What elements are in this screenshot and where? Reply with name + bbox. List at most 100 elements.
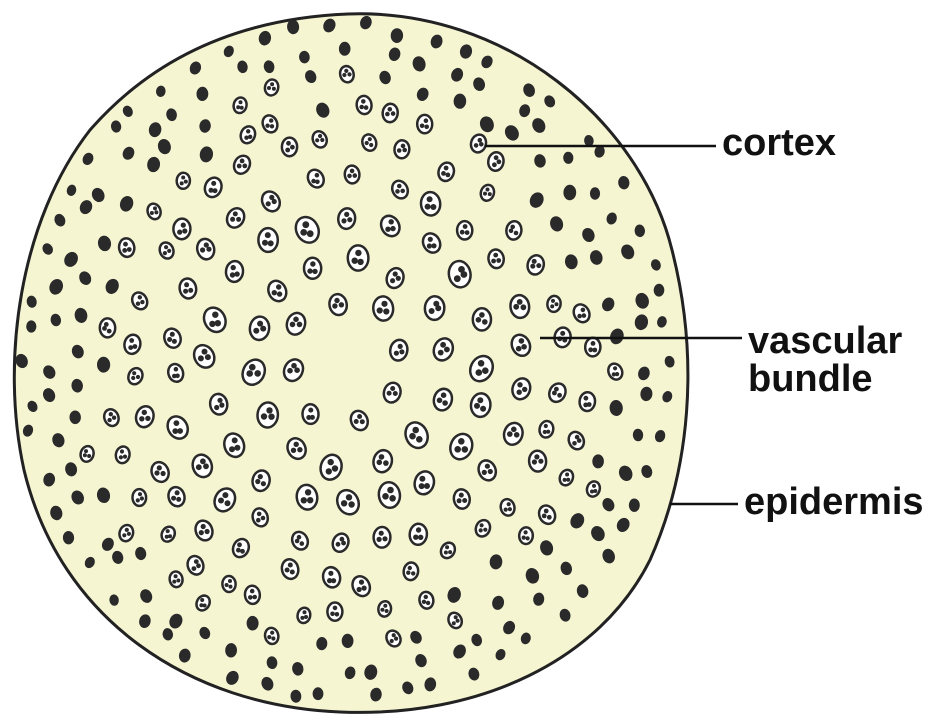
vascular-bundle-xylem	[516, 346, 522, 352]
vascular-bundle-outer	[372, 296, 394, 322]
vascular-bundle-xylem	[441, 392, 447, 398]
vascular-bundle-xylem	[420, 124, 425, 129]
vascular-bundle	[377, 600, 392, 617]
vascular-bundle-xylem	[122, 248, 127, 253]
vascular-bundle-xylem	[222, 492, 228, 498]
vascular-bundle	[302, 404, 319, 424]
vascular-bundle-xylem	[129, 338, 134, 343]
vascular-bundle	[316, 637, 327, 650]
vascular-bundle-xylem	[328, 571, 333, 576]
vascular-bundle-xylem	[175, 490, 180, 495]
vascular-bundle-xylem	[176, 579, 180, 583]
vascular-bundle-xylem	[307, 230, 314, 237]
vascular-bundle-xylem	[172, 428, 178, 434]
vascular-bundle-xylem	[140, 496, 144, 500]
vascular-bundle-outer	[176, 172, 190, 189]
vascular-bundle-xylem	[591, 341, 596, 346]
vascular-bundle-xylem	[348, 501, 354, 507]
vascular-bundle-label-line1: vascular	[748, 322, 902, 360]
vascular-bundle-xylem	[397, 148, 402, 153]
vascular-bundle-xylem	[382, 536, 387, 541]
vascular-bundle	[132, 489, 146, 506]
vascular-bundle-xylem	[479, 142, 484, 147]
vascular-bundle	[176, 172, 190, 189]
vascular-bundle-xylem	[437, 398, 443, 404]
vascular-bundle	[70, 411, 81, 424]
vascular-bundle-xylem	[300, 616, 304, 620]
vascular-bundle-xylem	[514, 432, 520, 438]
vascular-bundle-xylem	[215, 320, 221, 326]
vascular-bundle-xylem	[183, 289, 188, 294]
vascular-bundle-xylem	[290, 570, 295, 575]
vascular-bundle-outer	[391, 28, 403, 42]
vascular-bundle-xylem	[200, 458, 206, 464]
vascular-bundle-xylem	[157, 465, 162, 470]
vascular-bundle-xylem	[352, 258, 358, 264]
vascular-bundle-outer	[316, 637, 327, 650]
vascular-bundle-xylem	[588, 347, 593, 352]
vascular-bundle-xylem	[305, 489, 311, 495]
vascular-bundle-xylem	[517, 299, 523, 305]
vascular-bundle-xylem	[253, 328, 259, 334]
vascular-bundle	[247, 616, 258, 630]
vascular-bundle-xylem	[383, 604, 387, 608]
vascular-bundle-xylem	[297, 322, 303, 328]
vascular-bundle-xylem	[132, 371, 136, 375]
vascular-bundle-xylem	[538, 459, 543, 464]
vascular-bundle-xylem	[307, 268, 312, 273]
vascular-bundle-xylem	[457, 498, 462, 503]
vascular-bundle-xylem	[445, 545, 449, 549]
vascular-bundle-xylem	[234, 271, 239, 276]
vascular-bundle-xylem	[294, 442, 299, 447]
vascular-bundle-xylem	[122, 533, 126, 537]
vascular-bundle-xylem	[354, 419, 359, 424]
vascular-bundle-xylem	[534, 454, 539, 459]
vascular-bundle-xylem	[613, 366, 617, 370]
vascular-bundle-xylem	[429, 308, 435, 314]
vascular-bundle-outer	[299, 51, 310, 63]
vascular-bundle-xylem	[388, 107, 393, 112]
vascular-bundle-xylem	[184, 180, 188, 184]
vascular-bundle-xylem	[127, 532, 131, 536]
vascular-bundle-xylem	[385, 609, 389, 613]
vascular-bundle-xylem	[532, 459, 537, 464]
vascular-bundle-outer	[257, 402, 279, 428]
vascular-bundle-xylem	[167, 249, 171, 253]
vascular-bundle-xylem	[198, 355, 204, 361]
vascular-bundle-xylem	[335, 612, 340, 617]
vascular-bundle-xylem	[379, 531, 384, 536]
vascular-bundle-xylem	[440, 342, 446, 348]
vascular-bundle-xylem	[398, 344, 403, 349]
vascular-bundle-xylem	[427, 196, 433, 202]
vascular-bundle	[505, 220, 522, 240]
vascular-bundle-outer	[27, 321, 36, 332]
vascular-bundle-xylem	[87, 454, 91, 458]
vascular-bundle-xylem	[311, 179, 316, 184]
vascular-bundle	[417, 115, 432, 134]
vascular-bundle-xylem	[400, 189, 405, 194]
vascular-bundle-outer	[348, 245, 369, 271]
vascular-bundle-xylem	[180, 181, 184, 185]
vascular-bundle	[197, 87, 208, 101]
vascular-bundle-xylem	[257, 512, 262, 517]
vascular-bundle-xylem	[442, 400, 448, 406]
vascular-bundle	[593, 455, 604, 468]
vascular-bundle-xylem	[301, 497, 307, 503]
vascular-bundle-xylem	[188, 288, 193, 293]
vascular-bundle-xylem	[136, 375, 140, 379]
vascular-bundle-xylem	[346, 494, 352, 500]
vascular-bundle-xylem	[271, 636, 275, 640]
vascular-bundle-xylem	[565, 473, 569, 477]
vascular-bundle-xylem	[492, 162, 497, 167]
vascular-bundle-xylem	[308, 408, 313, 413]
vascular-bundle-xylem	[452, 621, 456, 625]
vascular-bundle-xylem	[84, 449, 88, 453]
vascular-bundle-xylem	[448, 550, 452, 554]
vascular-bundle	[100, 318, 116, 337]
vascular-bundle-xylem	[300, 541, 305, 546]
vascular-bundle-xylem	[390, 386, 395, 391]
vascular-bundle-xylem	[476, 369, 483, 376]
vascular-bundle-xylem	[236, 217, 241, 222]
vascular-bundle-xylem	[513, 304, 519, 310]
vascular-bundle-xylem	[172, 374, 177, 379]
